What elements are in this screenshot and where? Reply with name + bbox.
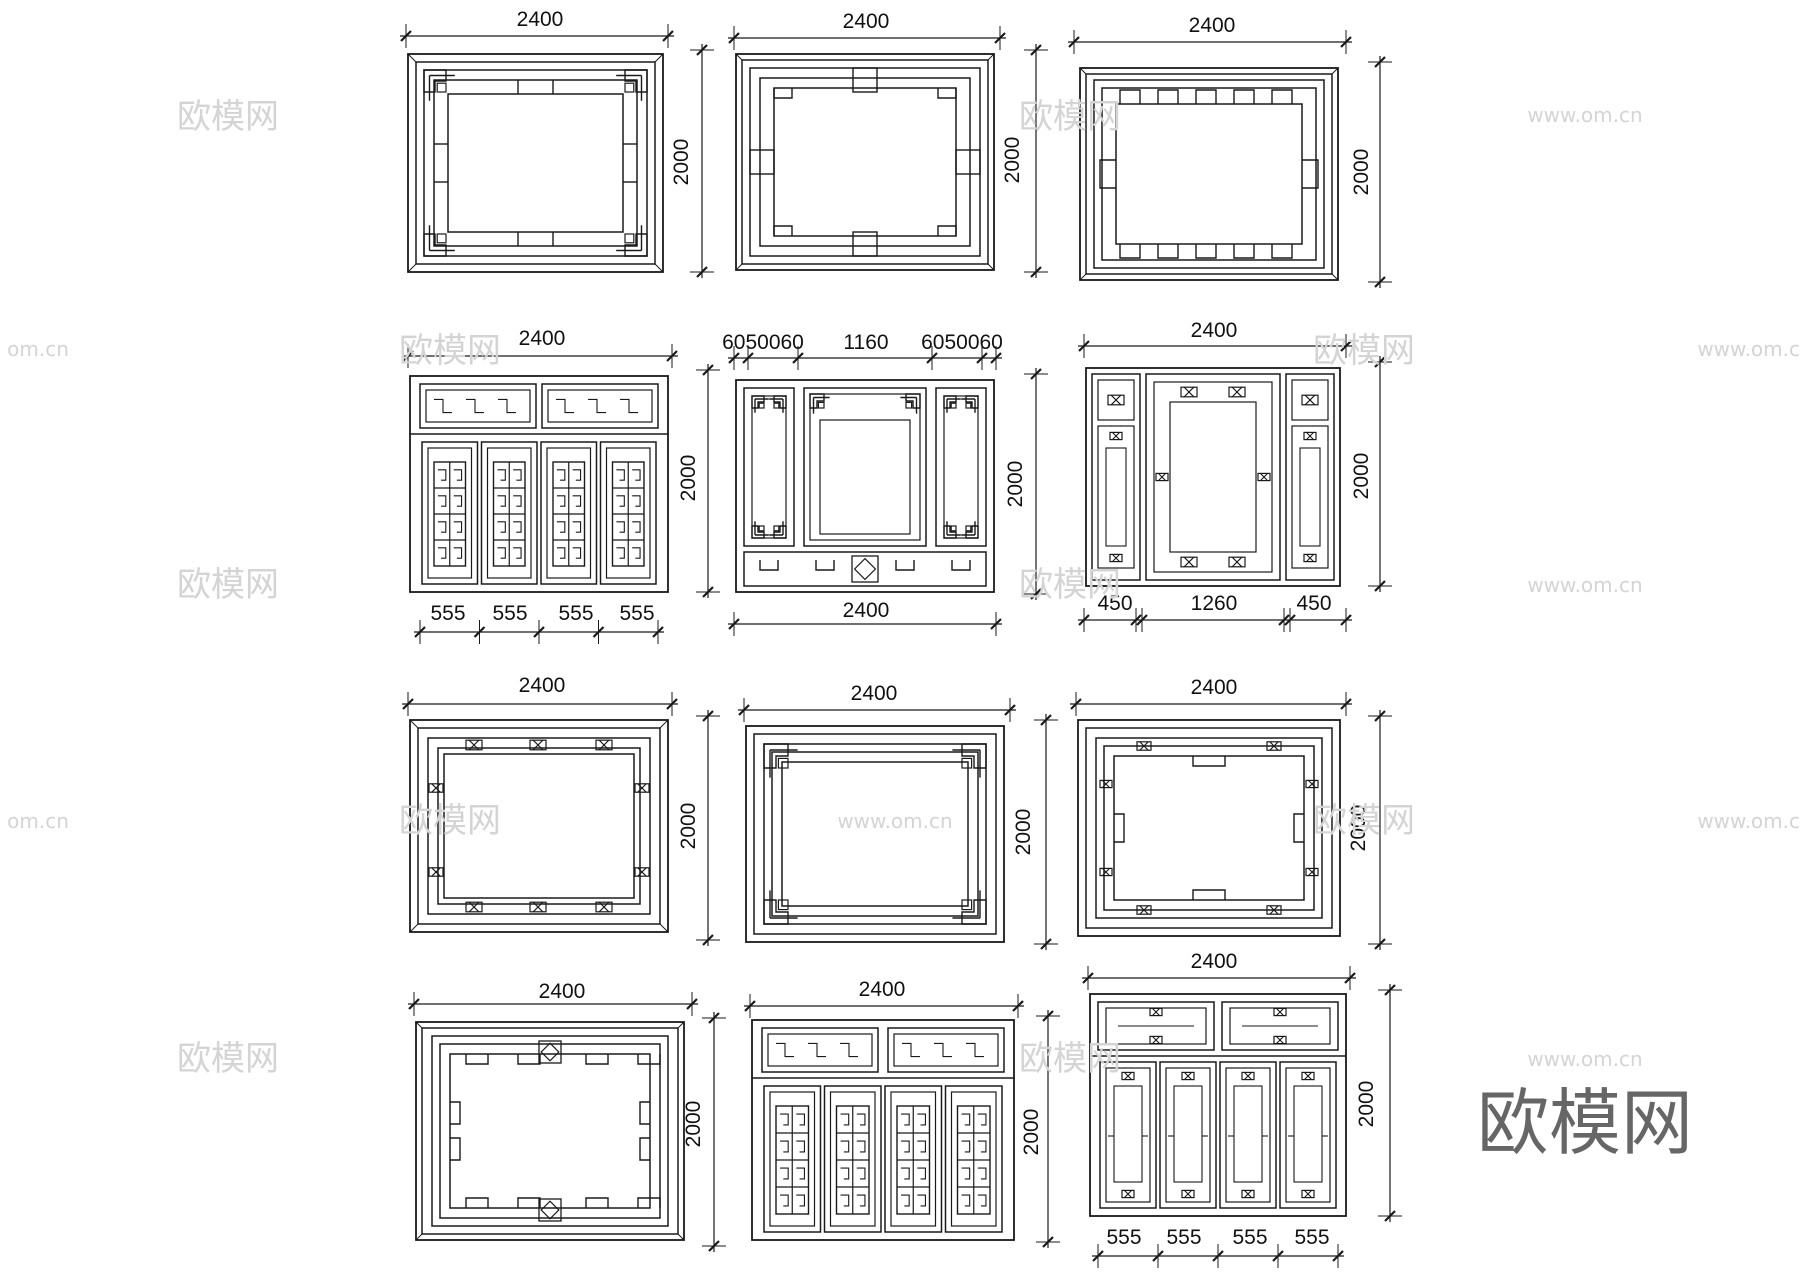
panel-4-height-label: 2000: [677, 455, 700, 502]
panel-5-top-left: 6050060: [722, 331, 804, 354]
window-panel-11: [751, 1019, 1015, 1241]
panel-12-sub-2: 555: [1166, 1226, 1201, 1249]
window-panel-8: [745, 725, 1005, 943]
panel-1-width-label: 2400: [517, 8, 564, 31]
window-panel-9: [1077, 719, 1341, 937]
window-panel-10: [415, 1021, 685, 1241]
panel-12-sub-4: 555: [1294, 1226, 1329, 1249]
window-panel-6: [1085, 367, 1341, 587]
panel-5-bottom-width: 2400: [843, 599, 890, 622]
watermark-logo-text: 欧模网: [177, 97, 279, 137]
window-panel-3: [1079, 67, 1339, 281]
window-panels: [407, 53, 1347, 1241]
watermark-logo-text: 欧模网: [399, 801, 501, 841]
panel-8-height-label: 2000: [1012, 809, 1035, 856]
panel-4-width-label: 2400: [519, 327, 566, 350]
panel-3-height-label: 2000: [1350, 149, 1373, 196]
panel-8-width-label: 2400: [851, 682, 898, 705]
panel-7-width-label: 2400: [519, 674, 566, 697]
panel-10-height-label: 2000: [682, 1101, 705, 1148]
panel-2-width-label: 2400: [843, 10, 890, 33]
watermark-url-text: www.om.cn: [1697, 337, 1800, 361]
window-panel-12: [1089, 993, 1347, 1217]
panel-6-width-label: 2400: [1191, 319, 1238, 342]
watermark-url-text: www.om.cn: [1527, 573, 1642, 597]
brand-logo: 欧模网: [1477, 1081, 1693, 1165]
watermark-url-text: www.om.cn: [1527, 103, 1642, 127]
panel-4-sub-1: 555: [430, 602, 465, 625]
watermark-url-text: www.om.cn: [837, 809, 952, 833]
watermark-url-text: om.cn: [7, 809, 69, 833]
panel-6-sub-2: 1260: [1191, 592, 1238, 615]
panel-6-height-label: 2000: [1350, 453, 1373, 500]
panel-6-sub-3: 450: [1296, 592, 1331, 615]
watermark-url-text: www.om.cn: [1697, 809, 1800, 833]
window-panel-5: [735, 379, 995, 593]
watermark-logo-text: 欧模网: [177, 1039, 279, 1079]
dimension-layer: [400, 24, 1402, 1268]
watermark-logo-text: 欧模网: [1019, 1039, 1121, 1079]
panel-12-sub-3: 555: [1232, 1226, 1267, 1249]
panel-5-top-center: 1160: [843, 331, 888, 354]
watermark-logo-text: 欧模网: [1313, 331, 1415, 371]
panel-9-width-label: 2400: [1191, 676, 1238, 699]
panel-10-width-label: 2400: [539, 980, 586, 1003]
panel-11-height-label: 2000: [1020, 1109, 1043, 1156]
watermark-logo-text: 欧模网: [1019, 565, 1121, 605]
panel-5-height-label: 2000: [1004, 461, 1027, 508]
watermark-logo-text: 欧模网: [177, 565, 279, 605]
watermark-logo-text: 欧模网: [1019, 97, 1121, 137]
window-panel-7: [409, 719, 669, 933]
panel-4-sub-3: 555: [558, 602, 593, 625]
panel-4-sub-4: 555: [619, 602, 654, 625]
panel-6-sub-1: 450: [1097, 592, 1132, 615]
panel-5-top-right: 6050060: [921, 331, 1003, 354]
watermark-url-text: www.om.cn: [1527, 1047, 1642, 1071]
panel-12-height-label: 2000: [1355, 1081, 1378, 1128]
watermark-logo-text: 欧模网: [1313, 801, 1415, 841]
watermark-logo-text: 欧模网: [399, 331, 501, 371]
panel-12-sub-1: 555: [1106, 1226, 1141, 1249]
panel-11-width-label: 2400: [859, 978, 906, 1001]
panel-4-sub-2: 555: [492, 602, 527, 625]
panel-1-height-label: 2000: [670, 139, 693, 186]
panel-3-width-label: 2400: [1189, 14, 1236, 37]
window-panel-1: [407, 53, 664, 273]
panel-2-height-label: 2000: [1001, 137, 1024, 184]
panel-7-height-label: 2000: [677, 803, 700, 850]
panel-12-width-label: 2400: [1191, 950, 1238, 973]
watermark-url-text: om.cn: [7, 337, 69, 361]
panel-9-height-label: 2000: [1347, 805, 1370, 852]
window-panel-4: [409, 375, 669, 593]
window-panel-2: [735, 53, 995, 271]
